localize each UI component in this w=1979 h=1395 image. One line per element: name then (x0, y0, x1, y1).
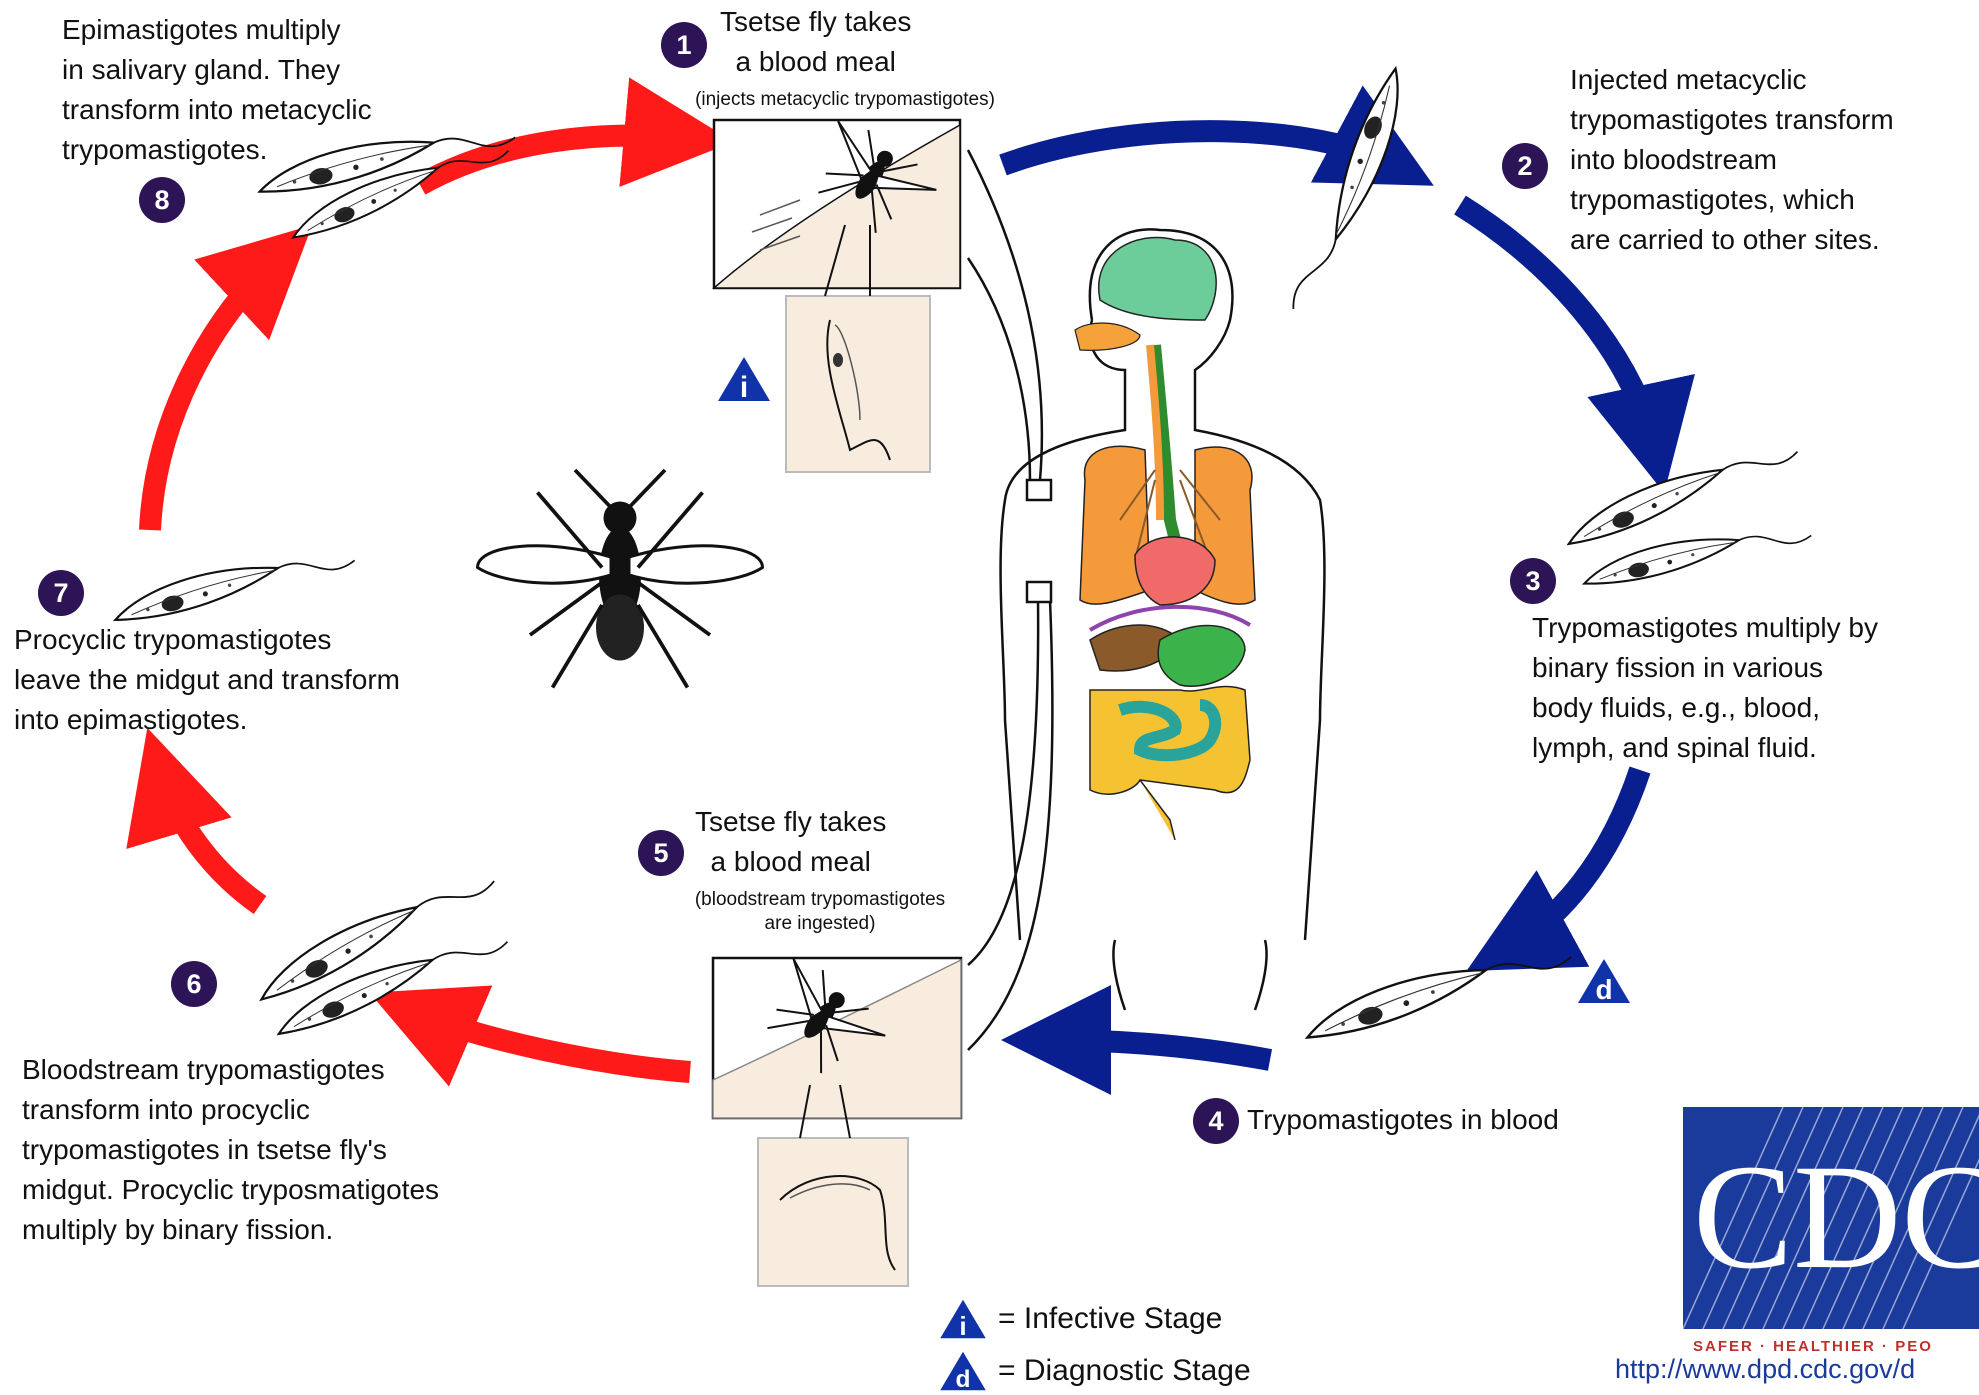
parasite-stage-7 (110, 543, 358, 625)
cdc-logo-graphic: CDC SAFER · HEALTHIER · PEO (1683, 1107, 1979, 1355)
diaphragm (1090, 607, 1250, 630)
svg-text:CDC: CDC (1693, 1134, 1979, 1300)
step-5-number: 5 (638, 830, 684, 876)
step-6-number: 6 (171, 961, 217, 1007)
step-5-note: (bloodstream trypomastigotes are ingeste… (620, 888, 1020, 936)
cdc-logo: CDC SAFER · HEALTHIER · PEO (1683, 1107, 1979, 1355)
step-1-number: 1 (661, 22, 707, 68)
legend-diagnostic-label: = Diagnostic Stage (998, 1354, 1251, 1388)
stomach (1158, 626, 1245, 687)
human-figure (1001, 229, 1325, 1010)
step-2-text: Injected metacyclic trypomastigotes tran… (1570, 60, 1894, 260)
bite-box-top (714, 113, 960, 472)
legend-infective-label: = Infective Stage (998, 1302, 1222, 1336)
arrow-4-to-5 (1045, 1040, 1270, 1060)
step-8-number: 8 (139, 177, 185, 223)
bite-box-bottom (713, 951, 961, 1286)
svg-text:i: i (740, 371, 748, 403)
diagnostic-stage-marker: d (1576, 957, 1632, 1005)
arrow-7-to-8 (150, 255, 280, 530)
svg-text:d: d (1595, 974, 1612, 1005)
step-2-number: 2 (1502, 143, 1548, 189)
step-1-note: (injects metacyclic trypomastigotes) (620, 88, 1070, 112)
diagnostic-legend-icon: d (938, 1350, 988, 1392)
arrow-5-to-6 (410, 1010, 690, 1072)
step-7-number: 7 (38, 570, 84, 616)
step-3-number: 3 (1510, 558, 1556, 604)
parasite-stage-2 (1280, 66, 1420, 316)
legend-infective: i = Infective Stage (938, 1298, 1222, 1340)
tsetse-fly-illustration (478, 470, 763, 688)
brain (1099, 238, 1216, 321)
heart (1135, 537, 1215, 605)
step-4-number: 4 (1193, 1098, 1239, 1144)
parasite-stage-3 (1560, 435, 1802, 548)
arrow-1-to-2 (1003, 131, 1395, 165)
step-1-text: Tsetse fly takes a blood meal (720, 2, 911, 82)
step-7-text: Procyclic trypomastigotes leave the midg… (14, 620, 400, 740)
svg-text:d: d (956, 1366, 971, 1392)
arrow-6-to-7 (160, 770, 260, 905)
svg-text:SAFER · HEALTHIER · PEO: SAFER · HEALTHIER · PEO (1693, 1338, 1933, 1355)
step-6-text: Bloodstream trypomastigotes transform in… (22, 1050, 439, 1250)
legend-diagnostic: d = Diagnostic Stage (938, 1350, 1251, 1392)
step-4-text: Trypomastigotes in blood (1247, 1100, 1559, 1140)
cdc-url-link[interactable]: http://www.dpd.cdc.gov/d (1615, 1354, 1915, 1385)
infective-stage-marker: i (716, 355, 772, 403)
svg-text:i: i (959, 1311, 966, 1340)
arrow-3-to-4 (1505, 770, 1640, 950)
step-5-text: Tsetse fly takes a blood meal (695, 802, 886, 882)
step-8-text: Epimastigotes multiply in salivary gland… (62, 10, 372, 170)
parasite-stage-4 (1300, 938, 1575, 1043)
infective-legend-icon: i (938, 1298, 988, 1340)
step-3-text: Trypomastigotes multiply by binary fissi… (1532, 608, 1878, 768)
nasal (1075, 323, 1140, 350)
